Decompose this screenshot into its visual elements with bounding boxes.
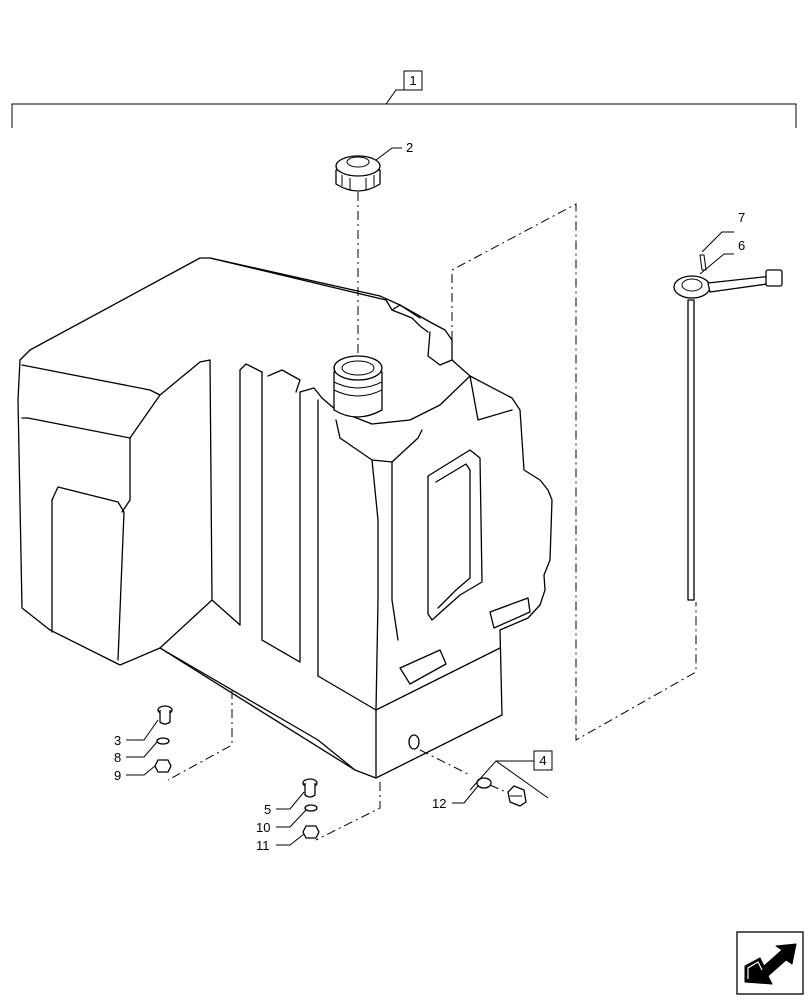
callout-5[interactable]: 5 (264, 802, 271, 817)
drain-plug-set-2 (302, 778, 320, 839)
leader-lines (126, 147, 734, 846)
callout-12[interactable]: 12 (432, 796, 446, 811)
drain-fitting (476, 777, 527, 807)
svg-text:4: 4 (539, 753, 546, 768)
callout-4[interactable]: 4 (533, 750, 553, 771)
assembly-bracket (11, 89, 797, 128)
callout-6[interactable]: 6 (738, 238, 745, 253)
filler-cap (335, 155, 381, 192)
callout-2[interactable]: 2 (406, 140, 413, 155)
next-page-arrow-icon[interactable] (736, 931, 804, 995)
drain-plug-set-1 (154, 705, 173, 773)
callout-10[interactable]: 10 (256, 820, 270, 835)
assembly-lines (167, 192, 697, 841)
fuel-level-sender (673, 254, 783, 601)
svg-text:1: 1 (409, 73, 416, 88)
callout-8[interactable]: 8 (114, 750, 121, 765)
callout-11[interactable]: 11 (256, 838, 270, 853)
callout-9[interactable]: 9 (114, 768, 121, 783)
filler-neck (333, 355, 383, 418)
callout-1[interactable]: 1 (403, 70, 423, 91)
fuel-tank (17, 257, 553, 779)
callout-7[interactable]: 7 (738, 210, 745, 225)
callout-4-bracket (469, 760, 549, 799)
callout-3[interactable]: 3 (114, 733, 121, 748)
